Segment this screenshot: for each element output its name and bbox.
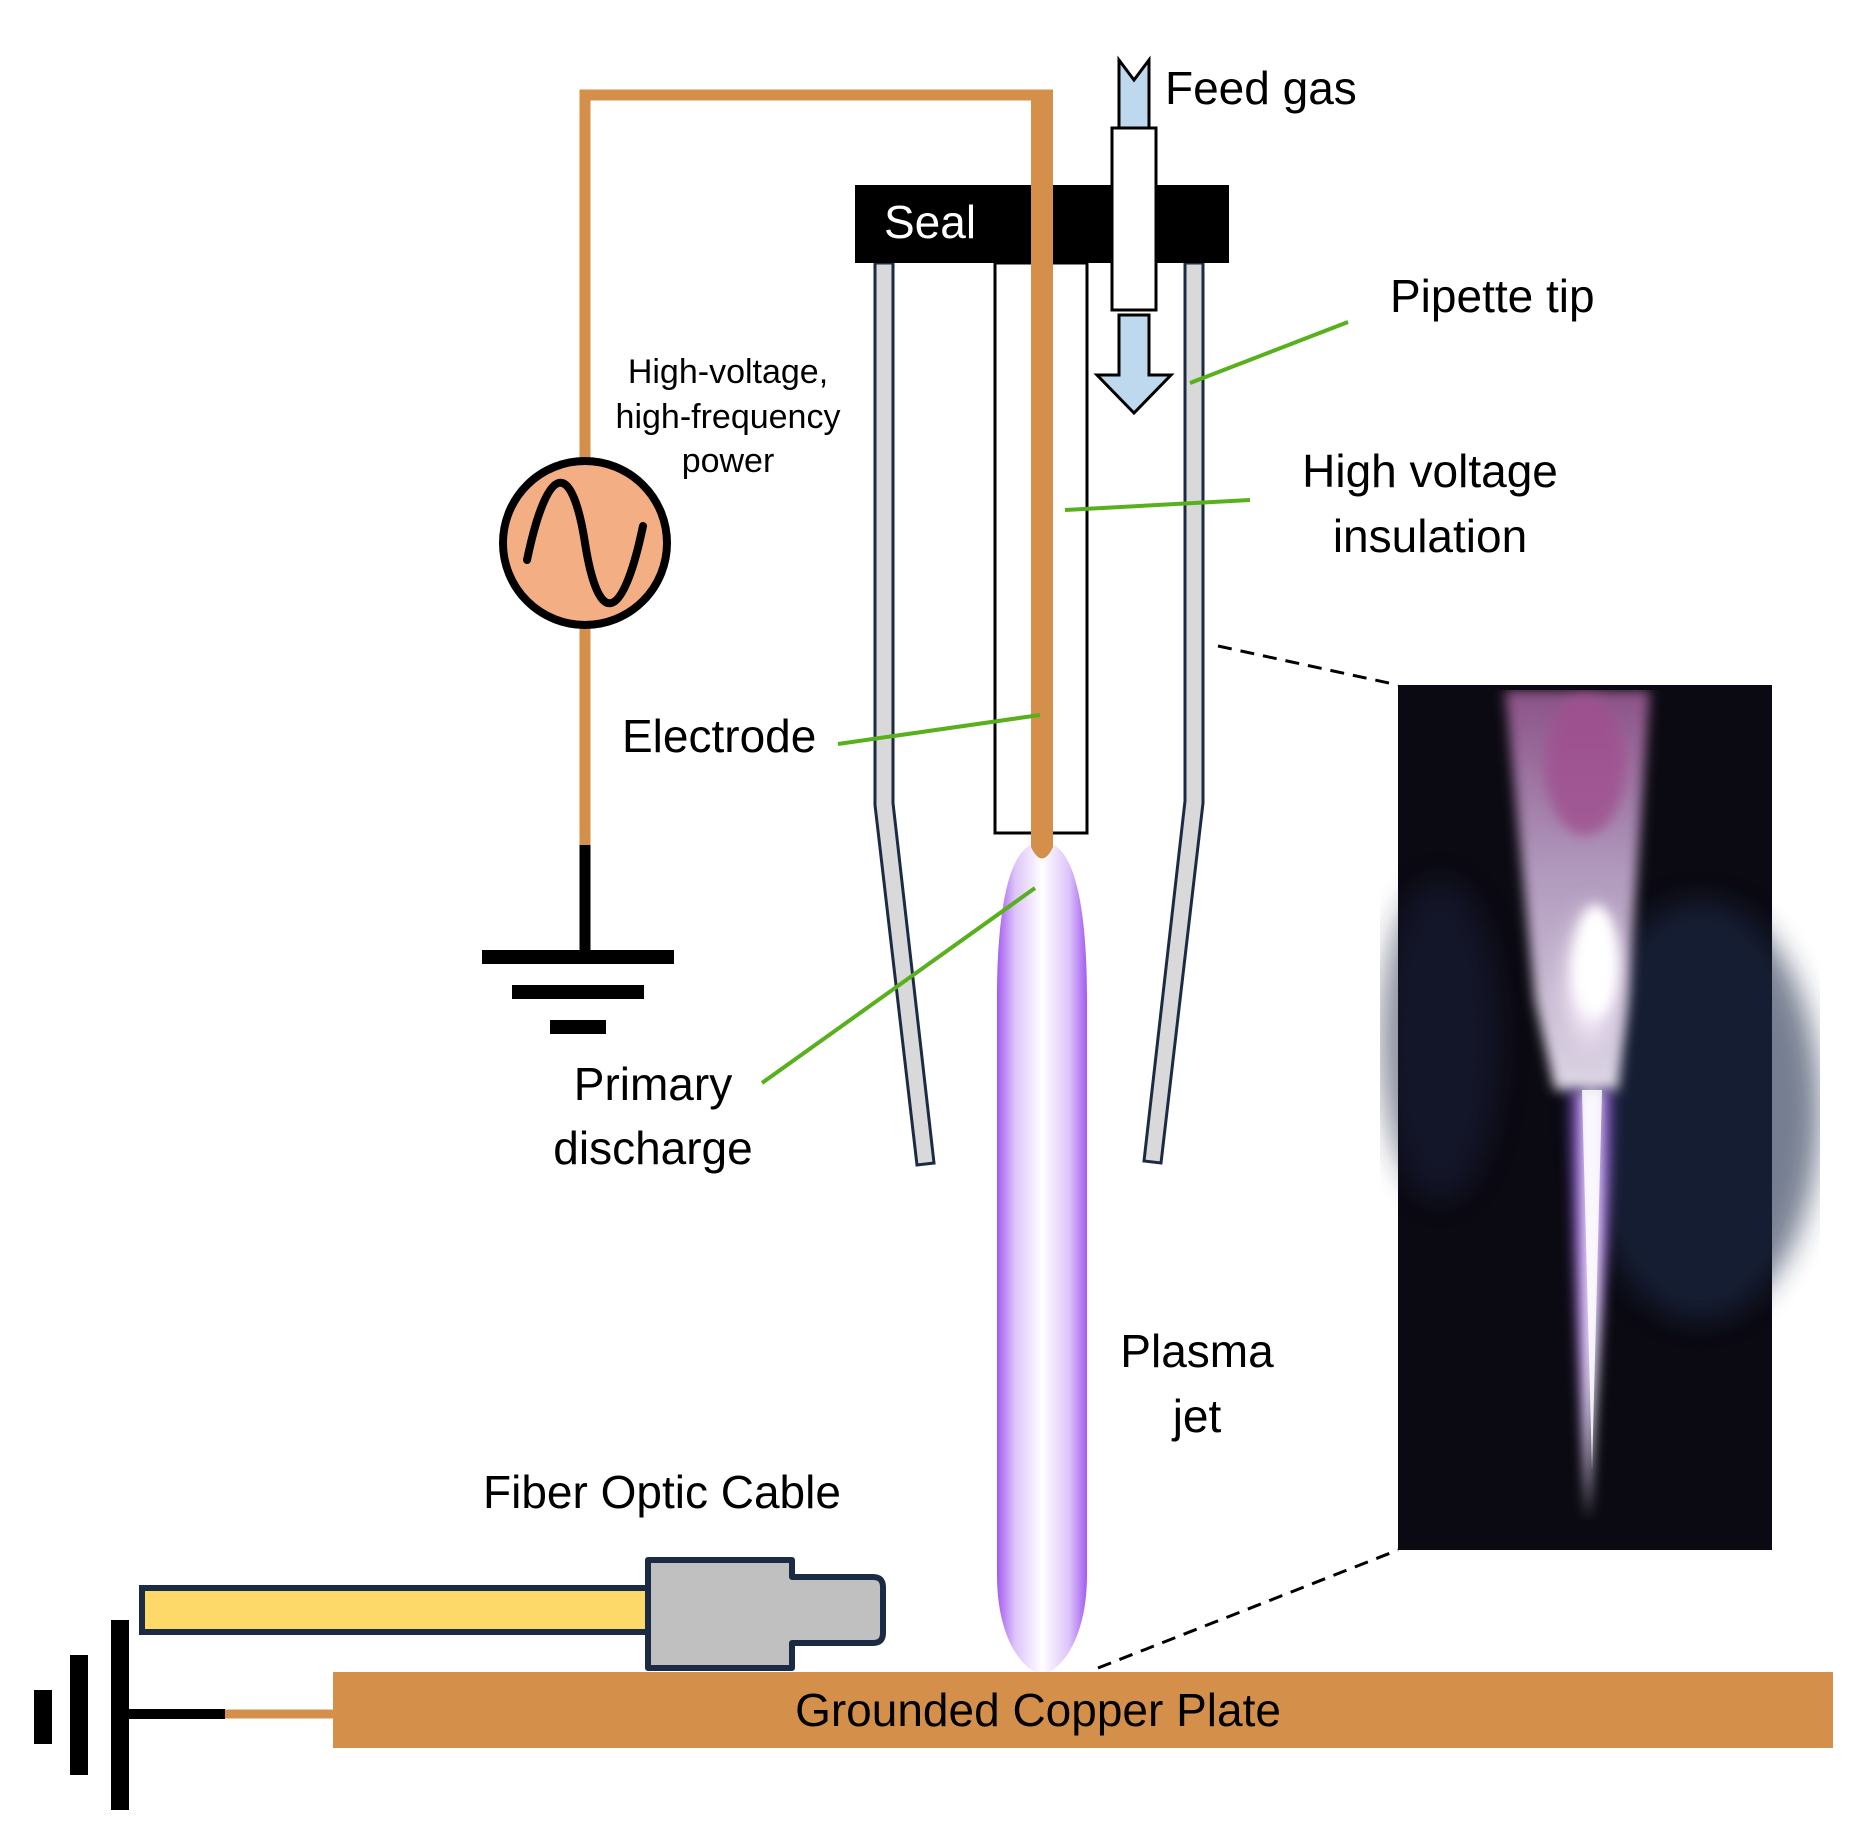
fiber-optic-cable-label: Fiber Optic Cable [483, 1466, 841, 1518]
power-label-line1: High-voltage, [628, 353, 828, 391]
seal-label: Seal [884, 196, 976, 248]
hv-insulation-label-line2: insulation [1333, 510, 1527, 562]
ground-symbol-icon [482, 845, 674, 1034]
electrode-label: Electrode [622, 710, 816, 762]
fiber-optic-cable [139, 1557, 886, 1671]
leader-lines [760, 320, 1349, 1085]
plasma-jet-label-line1: Plasma [1120, 1325, 1274, 1377]
plate-ground-icon [34, 1620, 333, 1810]
plasma-jet [997, 845, 1087, 1675]
electrode [1031, 90, 1053, 876]
zoom-lines [1097, 644, 1399, 1670]
power-label-line2: high-frequency [616, 398, 841, 436]
feed-gas-label: Feed gas [1165, 62, 1357, 114]
feed-gas-inlet [1093, 55, 1175, 416]
ac-source-icon [499, 457, 671, 629]
primary-discharge-label-line1: Primary [574, 1058, 732, 1110]
grounded-copper-plate [333, 1672, 1833, 1748]
hv-insulation-label-line1: High voltage [1302, 445, 1558, 497]
gas-tube [1110, 126, 1158, 312]
primary-discharge-label-line2: discharge [553, 1122, 752, 1174]
plasma-jet-label-line2: jet [1171, 1390, 1222, 1442]
grounded-copper-plate-label: Grounded Copper Plate [795, 1684, 1281, 1736]
power-label-line3: power [682, 442, 775, 480]
arrow-down-icon [1093, 313, 1175, 416]
plasma-jet-photo-inset [1380, 685, 1820, 1550]
pipette-tip-label: Pipette tip [1390, 270, 1595, 322]
